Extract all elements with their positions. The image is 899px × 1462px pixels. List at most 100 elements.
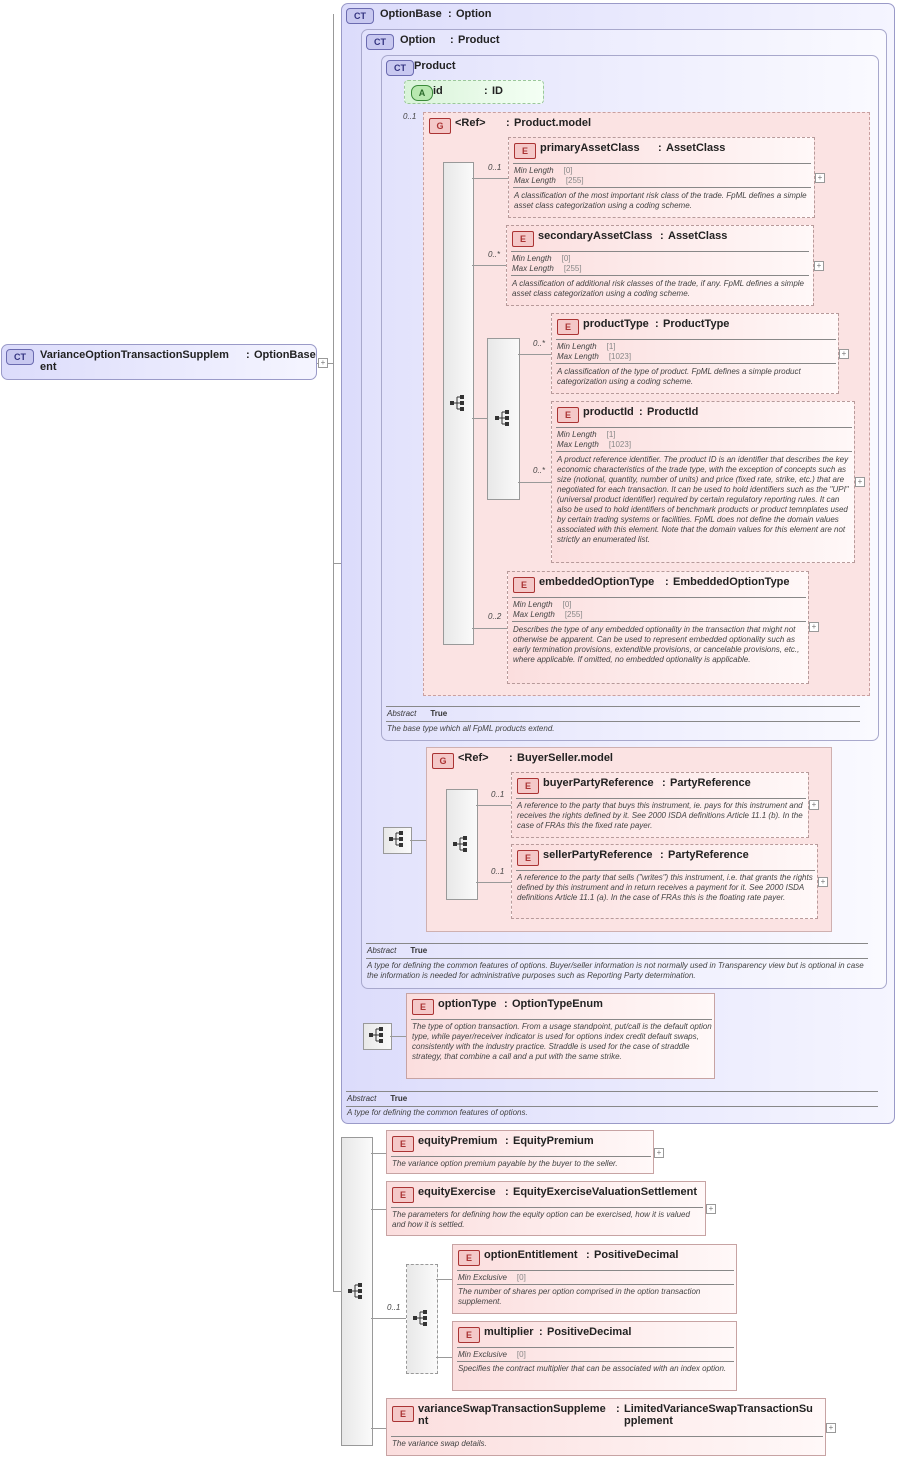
divider xyxy=(516,870,815,871)
group-separator: : xyxy=(509,752,513,764)
element-separator: : xyxy=(655,318,659,330)
expand-icon[interactable]: + xyxy=(654,1148,664,1158)
multiplier-element[interactable]: E multiplier : PositiveDecimal Min Exclu… xyxy=(452,1321,737,1391)
secondary-asset-class-element[interactable]: E secondaryAssetClass : AssetClass Min L… xyxy=(506,225,814,306)
buyer-party-reference-element[interactable]: E buyerPartyReference : PartyReference A… xyxy=(511,772,809,838)
optionbase-doc: A type for defining the common features … xyxy=(347,1108,528,1117)
element-doc: The number of shares per option comprise… xyxy=(458,1287,701,1306)
divider xyxy=(457,1284,734,1285)
group-name: <Ref> xyxy=(458,752,489,764)
element-icon: E xyxy=(512,231,534,247)
element-icon: E xyxy=(557,407,579,423)
divider xyxy=(457,1270,734,1271)
element-doc: The variance swap details. xyxy=(392,1439,487,1448)
complex-type-icon: CT xyxy=(346,8,374,24)
optionbase-separator: : xyxy=(448,8,452,20)
element-type: EquityPremium xyxy=(513,1135,594,1147)
element-icon: E xyxy=(412,999,434,1015)
expand-icon[interactable]: + xyxy=(839,349,849,359)
expand-icon[interactable]: + xyxy=(318,358,328,368)
divider xyxy=(513,187,811,188)
element-icon: E xyxy=(392,1187,414,1203)
divider xyxy=(511,275,809,276)
option-type-element[interactable]: E optionType : OptionTypeEnum The type o… xyxy=(406,993,715,1079)
choice-compositor[interactable] xyxy=(487,338,520,500)
product-id-element[interactable]: E productId : ProductId Min Length[1] Ma… xyxy=(551,401,855,563)
group-name: <Ref> xyxy=(455,117,486,129)
sequence-compositor[interactable] xyxy=(363,1023,392,1050)
element-doc: A classification of additional risk clas… xyxy=(512,279,804,298)
element-type: LimitedVarianceSwapTransactionSu pplemen… xyxy=(624,1403,813,1427)
divider xyxy=(556,451,852,452)
cardinality: 0..1 xyxy=(488,163,502,172)
element-separator: : xyxy=(505,1186,509,1198)
expand-icon[interactable]: + xyxy=(815,173,825,183)
divider xyxy=(346,1091,878,1092)
connector xyxy=(518,482,551,483)
attribute-type: ID xyxy=(492,85,503,97)
equity-exercise-element[interactable]: E equityExercise : EquityExerciseValuati… xyxy=(386,1181,706,1236)
facet-min-length: Min Length[0] xyxy=(513,600,572,609)
element-separator: : xyxy=(658,142,662,154)
element-separator: : xyxy=(660,849,664,861)
optionbase-name: OptionBase xyxy=(380,8,442,20)
facet-max-length: Max Length[255] xyxy=(514,176,584,185)
element-type: AssetClass xyxy=(668,230,728,242)
element-icon: E xyxy=(392,1136,414,1152)
element-name: primaryAssetClass xyxy=(540,142,640,154)
element-icon: E xyxy=(458,1327,480,1343)
expand-icon[interactable]: + xyxy=(826,1423,836,1433)
id-attribute[interactable]: A id : ID xyxy=(404,80,544,104)
choice-icon xyxy=(495,410,509,426)
element-icon: E xyxy=(557,319,579,335)
group-type: Product.model xyxy=(514,117,592,129)
element-doc: The parameters for defining how the equi… xyxy=(392,1210,690,1229)
facet-max-length: Max Length[1023] xyxy=(557,440,632,449)
element-doc: Specifies the contract multiplier that c… xyxy=(458,1364,727,1373)
root-complex-type[interactable]: CT VarianceOptionTransactionSupplem ent … xyxy=(1,344,317,380)
choice-compositor[interactable] xyxy=(406,1264,438,1374)
element-name: varianceSwapTransactionSuppleme nt xyxy=(418,1403,606,1427)
facet-min-exclusive: Min Exclusive[0] xyxy=(458,1350,526,1359)
divider xyxy=(391,1156,651,1157)
connector xyxy=(472,628,507,629)
expand-icon[interactable]: + xyxy=(818,877,828,887)
root-type: OptionBase xyxy=(254,349,316,361)
element-name: equityExercise xyxy=(418,1186,496,1198)
divider xyxy=(516,798,806,799)
option-separator: : xyxy=(450,34,454,46)
expand-icon[interactable]: + xyxy=(809,622,819,632)
seller-party-reference-element[interactable]: E sellerPartyReference : PartyReference … xyxy=(511,844,818,919)
facet-min-length: Min Length[0] xyxy=(512,254,571,263)
expand-icon[interactable]: + xyxy=(809,800,819,810)
divider xyxy=(512,597,806,598)
element-type: PositiveDecimal xyxy=(547,1326,632,1338)
option-doc: A type for defining the common features … xyxy=(367,961,864,980)
element-doc: A classification of the most important r… xyxy=(514,191,807,210)
expand-icon[interactable]: + xyxy=(706,1204,716,1214)
attribute-icon: A xyxy=(411,85,433,101)
group-icon: G xyxy=(429,118,451,134)
connector xyxy=(436,1279,452,1280)
equity-premium-element[interactable]: E equityPremium : EquityPremium The vari… xyxy=(386,1130,654,1174)
element-icon: E xyxy=(458,1250,480,1266)
option-entitlement-element[interactable]: E optionEntitlement : PositiveDecimal Mi… xyxy=(452,1244,737,1314)
expand-icon[interactable]: + xyxy=(814,261,824,271)
element-icon: E xyxy=(514,143,536,159)
complex-type-icon: CT xyxy=(366,34,394,50)
element-name: multiplier xyxy=(484,1326,534,1338)
element-name: secondaryAssetClass xyxy=(538,230,653,242)
product-doc: The base type which all FpML products ex… xyxy=(387,724,555,733)
element-separator: : xyxy=(660,230,664,242)
cardinality: 0..1 xyxy=(403,112,417,121)
element-icon: E xyxy=(513,577,535,593)
element-separator: : xyxy=(505,1135,509,1147)
connector xyxy=(518,354,551,355)
expand-icon[interactable]: + xyxy=(855,477,865,487)
embedded-option-type-element[interactable]: E embeddedOptionType : EmbeddedOptionTyp… xyxy=(507,571,809,684)
element-name: equityPremium xyxy=(418,1135,498,1147)
product-type-element[interactable]: E productType : ProductType Min Length[1… xyxy=(551,313,839,394)
primary-asset-class-element[interactable]: E primaryAssetClass : AssetClass Min Len… xyxy=(508,137,815,218)
variance-swap-transaction-supplement-element[interactable]: E varianceSwapTransactionSuppleme nt : L… xyxy=(386,1398,826,1456)
